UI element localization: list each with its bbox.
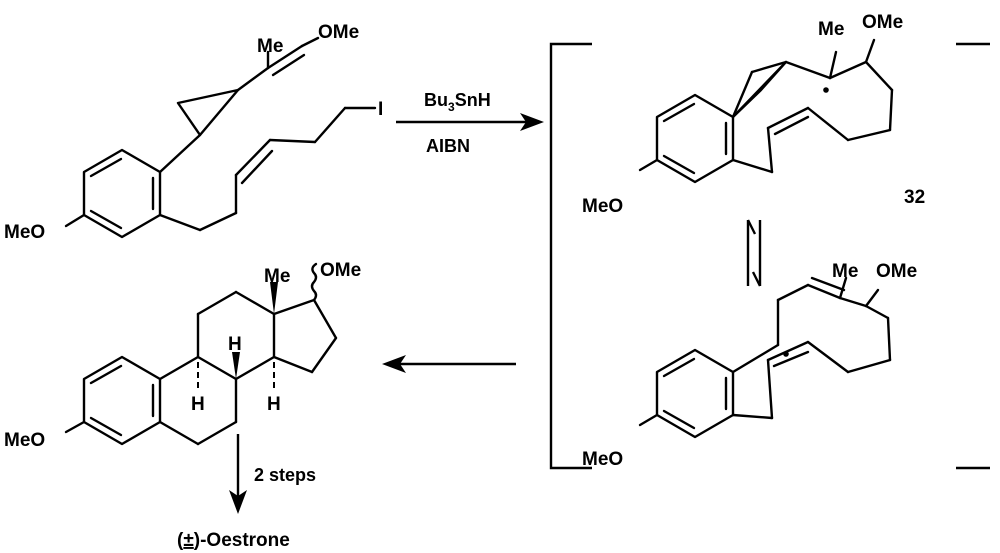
- reagent-label-bottom: AIBN: [426, 136, 470, 156]
- methoxy-label: MeO: [4, 222, 45, 243]
- methoxy-label: OMe: [318, 22, 359, 43]
- final-arrow: [229, 434, 247, 514]
- hydrogen-label: H: [191, 394, 205, 415]
- reaction-arrow-2: [382, 355, 516, 373]
- equilibrium-arrows: [746, 219, 762, 287]
- step-label: 2 steps: [254, 465, 316, 485]
- reagent-label-top: Bu3SnH: [424, 90, 491, 114]
- hydrogen-label: H: [267, 394, 281, 415]
- methyl-label: Me: [264, 266, 290, 287]
- hydrogen-label: H: [228, 334, 242, 355]
- compound-number: 32: [904, 187, 925, 208]
- methoxy-label: MeO: [582, 449, 623, 470]
- reaction-arrow-1: [396, 113, 544, 131]
- iodine-label: I: [378, 99, 383, 120]
- intermediate-bracket: [549, 42, 990, 470]
- steroid-product: Me OMe MeO H H H: [4, 260, 361, 451]
- radical-intermediate-32: MeO Me OMe 32: [582, 12, 925, 217]
- methyl-label: Me: [818, 19, 844, 40]
- ring-opened-radical: MeO Me OMe: [582, 261, 917, 470]
- methoxy-label: OMe: [320, 260, 361, 281]
- methoxy-label: OMe: [862, 12, 903, 33]
- methoxy-label: MeO: [4, 430, 45, 451]
- methoxy-label: MeO: [582, 196, 623, 217]
- product-name: (±)-Oestrone: [177, 530, 290, 551]
- methyl-label: Me: [832, 261, 858, 282]
- methoxy-label: OMe: [876, 261, 917, 282]
- methyl-label: Me: [257, 36, 283, 57]
- starting-material: MeO Me OMe I: [4, 22, 383, 243]
